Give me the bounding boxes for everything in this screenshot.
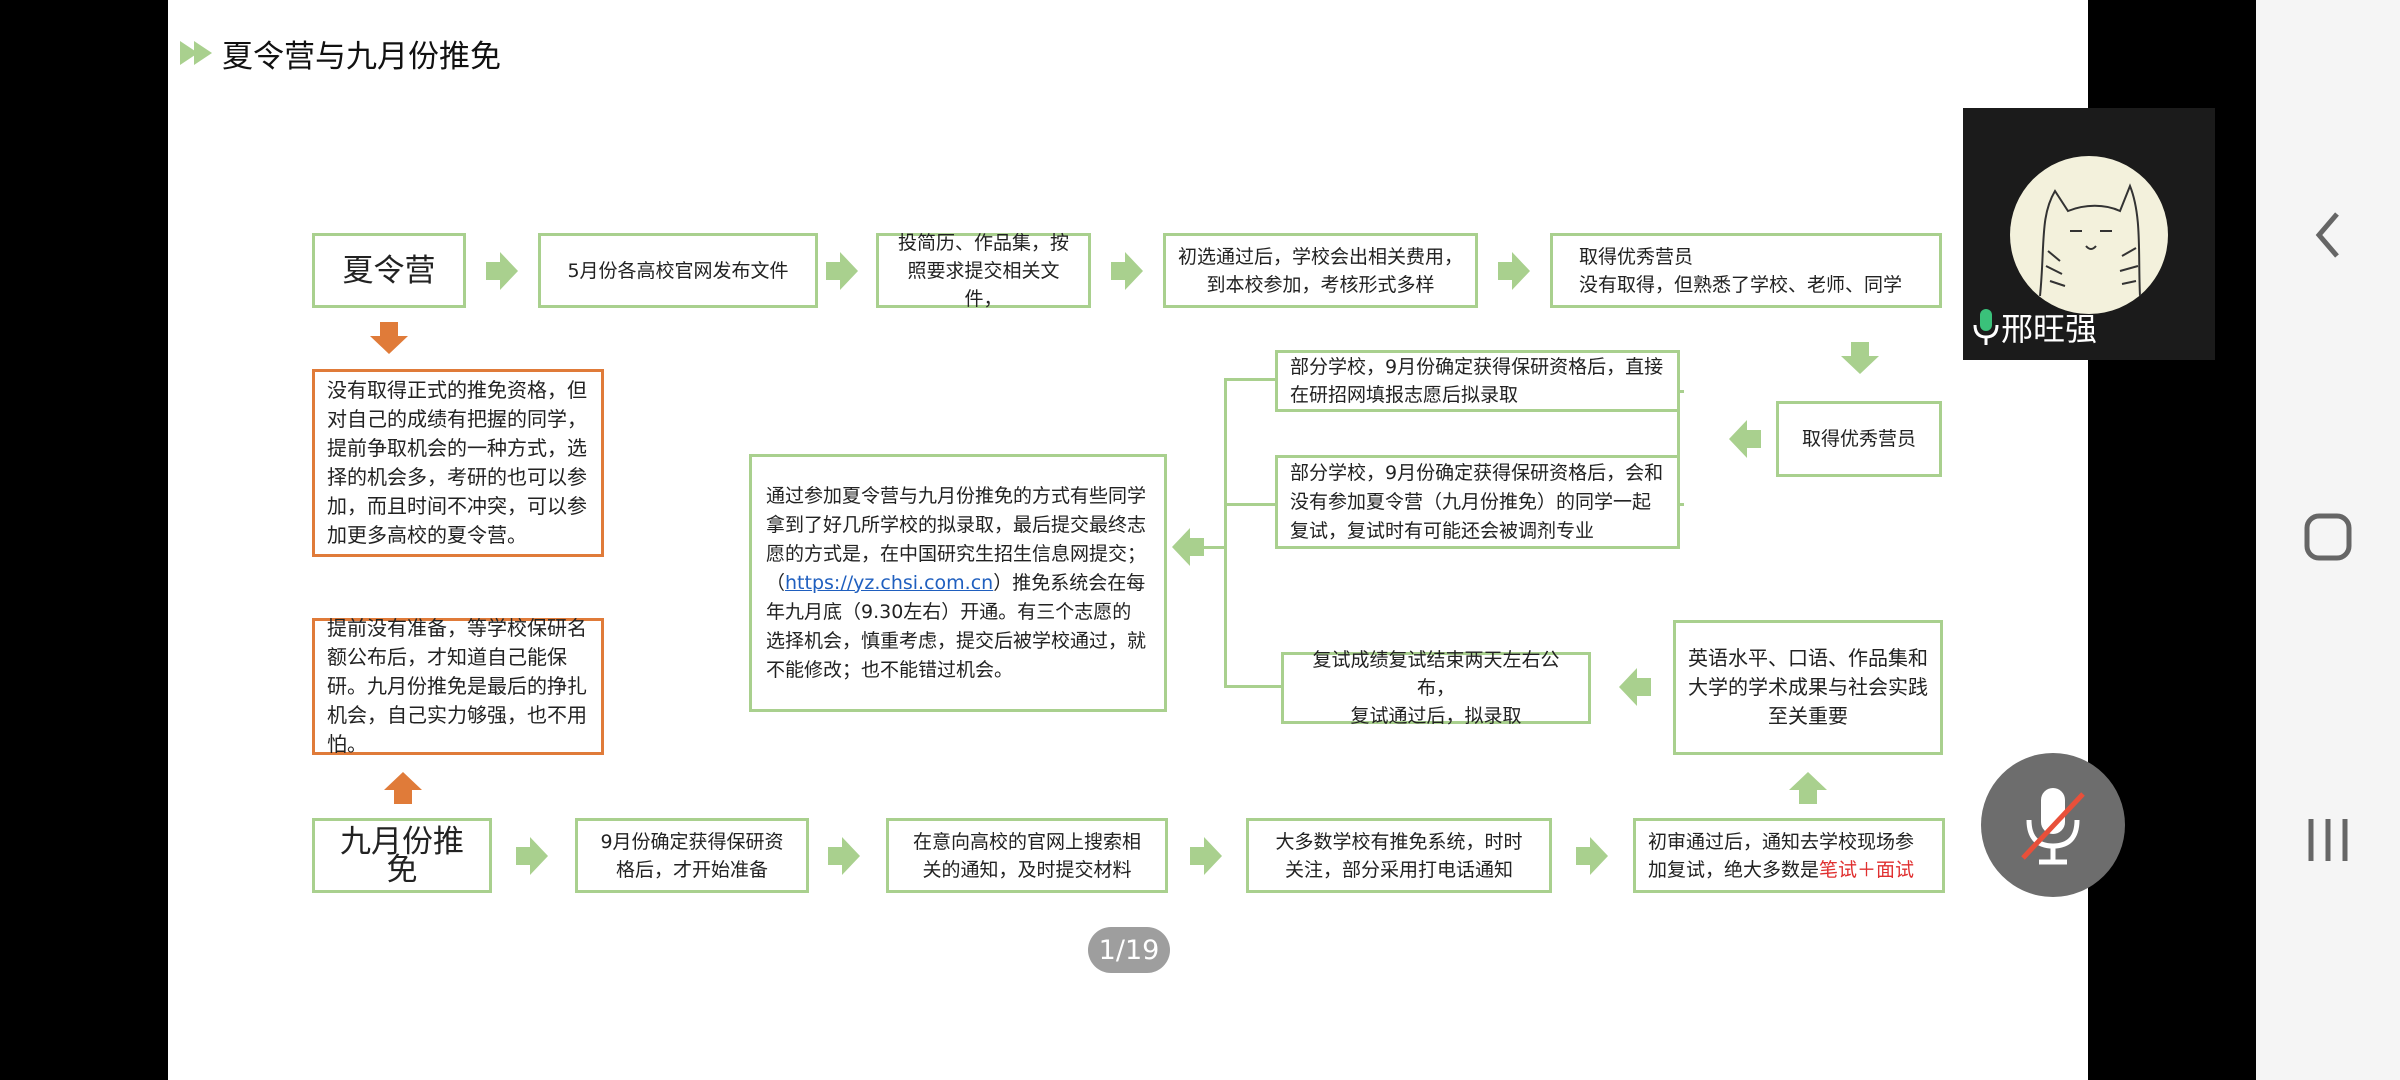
september-step4-text: 初审通过后，通知去学校现场参加复试，绝大多数是笔试＋面试 [1648, 828, 1930, 884]
slide-title: 夏令营与九月份推免 [180, 30, 501, 76]
summary-box: 通过参加夏令营与九月份推免的方式有些同学拿到了好几所学校的拟录取，最后提交最终志… [749, 454, 1167, 712]
right-arrow-icon [1498, 252, 1530, 290]
summer-step4-box: 取得优秀营员 没有取得，但熟悉了学校、老师、同学 [1550, 233, 1942, 308]
summer-camp-start-box: 夏令营 [312, 233, 466, 308]
participant-name: 邢旺强 [2001, 310, 2098, 348]
branch-a-box: 部分学校，9月份确定获得保研资格后，直接在研招网填报志愿后拟录取 [1275, 350, 1680, 412]
presentation-slide: 夏令营与九月份推免 夏令营 5月份各高校官网发布文件 投简历、作品集，按 照要求… [168, 0, 2088, 1080]
branch-a-text: 部分学校，9月份确定获得保研资格后，直接在研招网填报志愿后拟录取 [1290, 356, 1664, 406]
september-step2-box: 在意向高校的官网上搜索相 关的通知，及时提交材料 [886, 818, 1168, 893]
title-bullet-icon [194, 41, 212, 65]
slide-title-text: 夏令营与九月份推免 [222, 38, 501, 75]
summer-step1-text: 5月份各高校官网发布文件 [567, 259, 789, 282]
summer-step3-box: 初选通过后，学校会出相关费用， 到本校参加，考核形式多样 [1163, 233, 1478, 308]
excellent-camper-text: 取得优秀营员 [1801, 428, 1916, 450]
right-arrow-icon [516, 837, 548, 875]
summary-text-part1: 通过参加夏令营与九月份推免的方式有些同学拿到了好几所学校的拟录取，最后提交最终志… [766, 484, 1147, 594]
down-arrow-icon [1841, 342, 1879, 374]
back-button[interactable] [2256, 185, 2400, 285]
right-arrow-icon [828, 837, 860, 875]
summer-camp-note: 没有取得正式的推免资格，但对自己的成绩有把握的同学，提前争取机会的一种方式，选择… [312, 369, 604, 557]
september-step4-prefix: 初审通过后，通知去学校现场参加复试，绝大多数是 [1648, 830, 1915, 881]
factors-text: 英语水平、口语、作品集和大学的学术成果与社会实践至关重要 [1688, 646, 1928, 728]
summary-text-part2: ）推免系统会在每年九月底（9.30左右）开通。有三个志愿的选择机会，慎重考虑，提… [766, 571, 1147, 681]
september-step3-box: 大多数学校有推免系统，时时 关注，部分采用打电话通知 [1246, 818, 1552, 893]
bracket-line [1204, 546, 1226, 549]
summer-step1-box: 5月份各高校官网发布文件 [538, 233, 818, 308]
mic-on-icon [1973, 309, 1999, 345]
avatar [2010, 156, 2168, 314]
summer-camp-note-text: 没有取得正式的推免资格，但对自己的成绩有把握的同学，提前争取机会的一种方式，选择… [327, 378, 587, 547]
left-arrow-icon [1729, 420, 1761, 458]
bracket-line [1224, 378, 1276, 381]
left-arrow-icon [1619, 668, 1651, 706]
september-step4-box: 初审通过后，通知去学校现场参加复试，绝大多数是笔试＋面试 [1633, 818, 1945, 893]
participant-video-tile[interactable]: 邢旺强 [1963, 108, 2215, 360]
square-icon [2304, 513, 2352, 561]
up-arrow-icon [1789, 772, 1827, 804]
september-step3-text: 大多数学校有推免系统，时时 关注，部分采用打电话通知 [1275, 830, 1523, 881]
page-indicator: 1/19 [1088, 927, 1170, 973]
bracket-line [1680, 503, 1684, 506]
excellent-camper-box: 取得优秀营员 [1776, 401, 1942, 477]
september-note-text: 提前没有准备，等学校保研名额公布后，才知道自己能保研。九月份推免是最后的挣扎机会… [327, 616, 587, 756]
bracket-line [1677, 390, 1680, 506]
bracket-line [1224, 503, 1276, 506]
september-start-box: 九月份推免 [312, 818, 492, 893]
right-arrow-icon [826, 252, 858, 290]
right-arrow-icon [1111, 252, 1143, 290]
bracket-line [1224, 685, 1282, 688]
chsi-link[interactable]: https://yz.chsi.com.cn [785, 571, 994, 594]
summer-step3-text: 初选通过后，学校会出相关费用， 到本校参加，考核形式多样 [1177, 245, 1463, 296]
branch-b-box: 部分学校，9月份确定获得保研资格后，会和没有参加夏令营（九月份推免）的同学一起复… [1275, 455, 1680, 549]
branch-b-text: 部分学校，9月份确定获得保研资格后，会和没有参加夏令营（九月份推免）的同学一起复… [1290, 461, 1664, 542]
factors-box: 英语水平、口语、作品集和大学的学术成果与社会实践至关重要 [1673, 620, 1943, 755]
three-bars-icon [2308, 819, 2348, 861]
right-arrow-icon [1190, 837, 1222, 875]
chevron-left-icon [2315, 212, 2339, 258]
bracket-line [1680, 390, 1684, 393]
mute-toggle-button[interactable] [1981, 753, 2125, 897]
down-arrow-icon [370, 322, 408, 354]
title-bullet-icon [180, 41, 198, 65]
september-step2-text: 在意向高校的官网上搜索相 关的通知，及时提交材料 [912, 830, 1141, 881]
left-arrow-icon [1172, 528, 1204, 566]
exam-highlight: 笔试＋面试 [1819, 858, 1915, 881]
mic-off-icon [2021, 788, 2085, 865]
right-arrow-icon [1576, 837, 1608, 875]
right-arrow-icon [486, 252, 518, 290]
september-step1-text: 9月份确定获得保研资 格后，才开始准备 [600, 830, 784, 881]
branch-c-box: 复试成绩复试结束两天左右公布， 复试通过后，拟录取 [1281, 649, 1591, 727]
summer-camp-label: 夏令营 [342, 252, 436, 289]
branch-c-text: 复试成绩复试结束两天左右公布， 复试通过后，拟录取 [1312, 649, 1560, 727]
summer-step2-text: 投简历、作品集，按 照要求提交相关文件， [897, 231, 1069, 310]
home-button[interactable] [2256, 487, 2400, 587]
cat-sketch-image [2039, 183, 2141, 297]
up-arrow-icon [384, 772, 422, 804]
september-note: 提前没有准备，等学校保研名额公布后，才知道自己能保研。九月份推免是最后的挣扎机会… [312, 616, 604, 756]
september-step1-box: 9月份确定获得保研资 格后，才开始准备 [575, 818, 809, 893]
participant-name-tag: 邢旺强 [1971, 304, 2097, 350]
summary-text: 通过参加夏令营与九月份推免的方式有些同学拿到了好几所学校的拟录取，最后提交最终志… [766, 482, 1150, 685]
recents-button[interactable] [2256, 790, 2400, 890]
summer-step2-box: 投简历、作品集，按 照要求提交相关文件， [876, 232, 1091, 310]
bracket-line [1224, 378, 1227, 687]
september-label: 九月份推免 [340, 823, 464, 888]
system-navigation-bar [2256, 0, 2400, 1080]
summer-step4-text: 取得优秀营员 没有取得，但熟悉了学校、老师、同学 [1579, 245, 1903, 296]
